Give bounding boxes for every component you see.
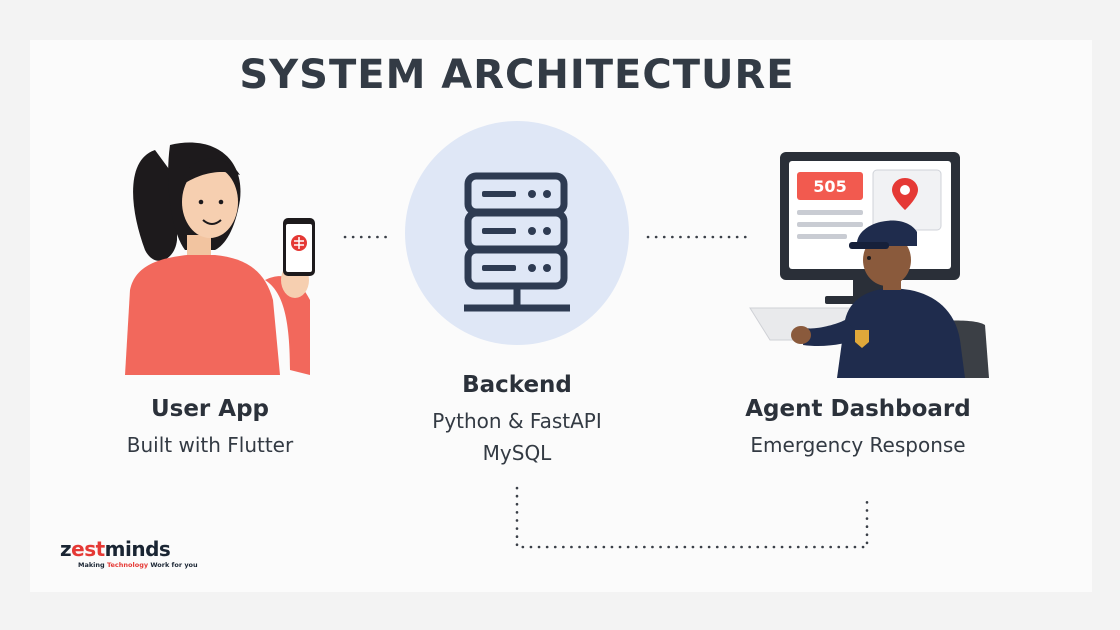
backend-line-2: MySQL: [482, 441, 552, 465]
agent-illustration: 505: [749, 152, 989, 378]
agent-dashboard-title: Agent Dashboard: [745, 396, 971, 422]
map-pin-icon: [892, 178, 918, 210]
screen-code: 505: [813, 177, 846, 196]
user-app-title: User App: [150, 396, 270, 422]
backend-line-1: Python & FastAPI: [432, 409, 602, 433]
backend-title: Backend: [462, 372, 572, 398]
agent-dashboard-subtitle: Emergency Response: [750, 433, 966, 457]
server-icon: [405, 121, 629, 345]
user-app-subtitle: Built with Flutter: [126, 433, 294, 457]
diagram-title: SYSTEM ARCHITECTURE: [239, 52, 795, 98]
user-illustration: [125, 142, 315, 375]
brand-tagline: Making Technology Work for you: [78, 561, 198, 569]
brand-logo: zestminds: [60, 537, 171, 561]
